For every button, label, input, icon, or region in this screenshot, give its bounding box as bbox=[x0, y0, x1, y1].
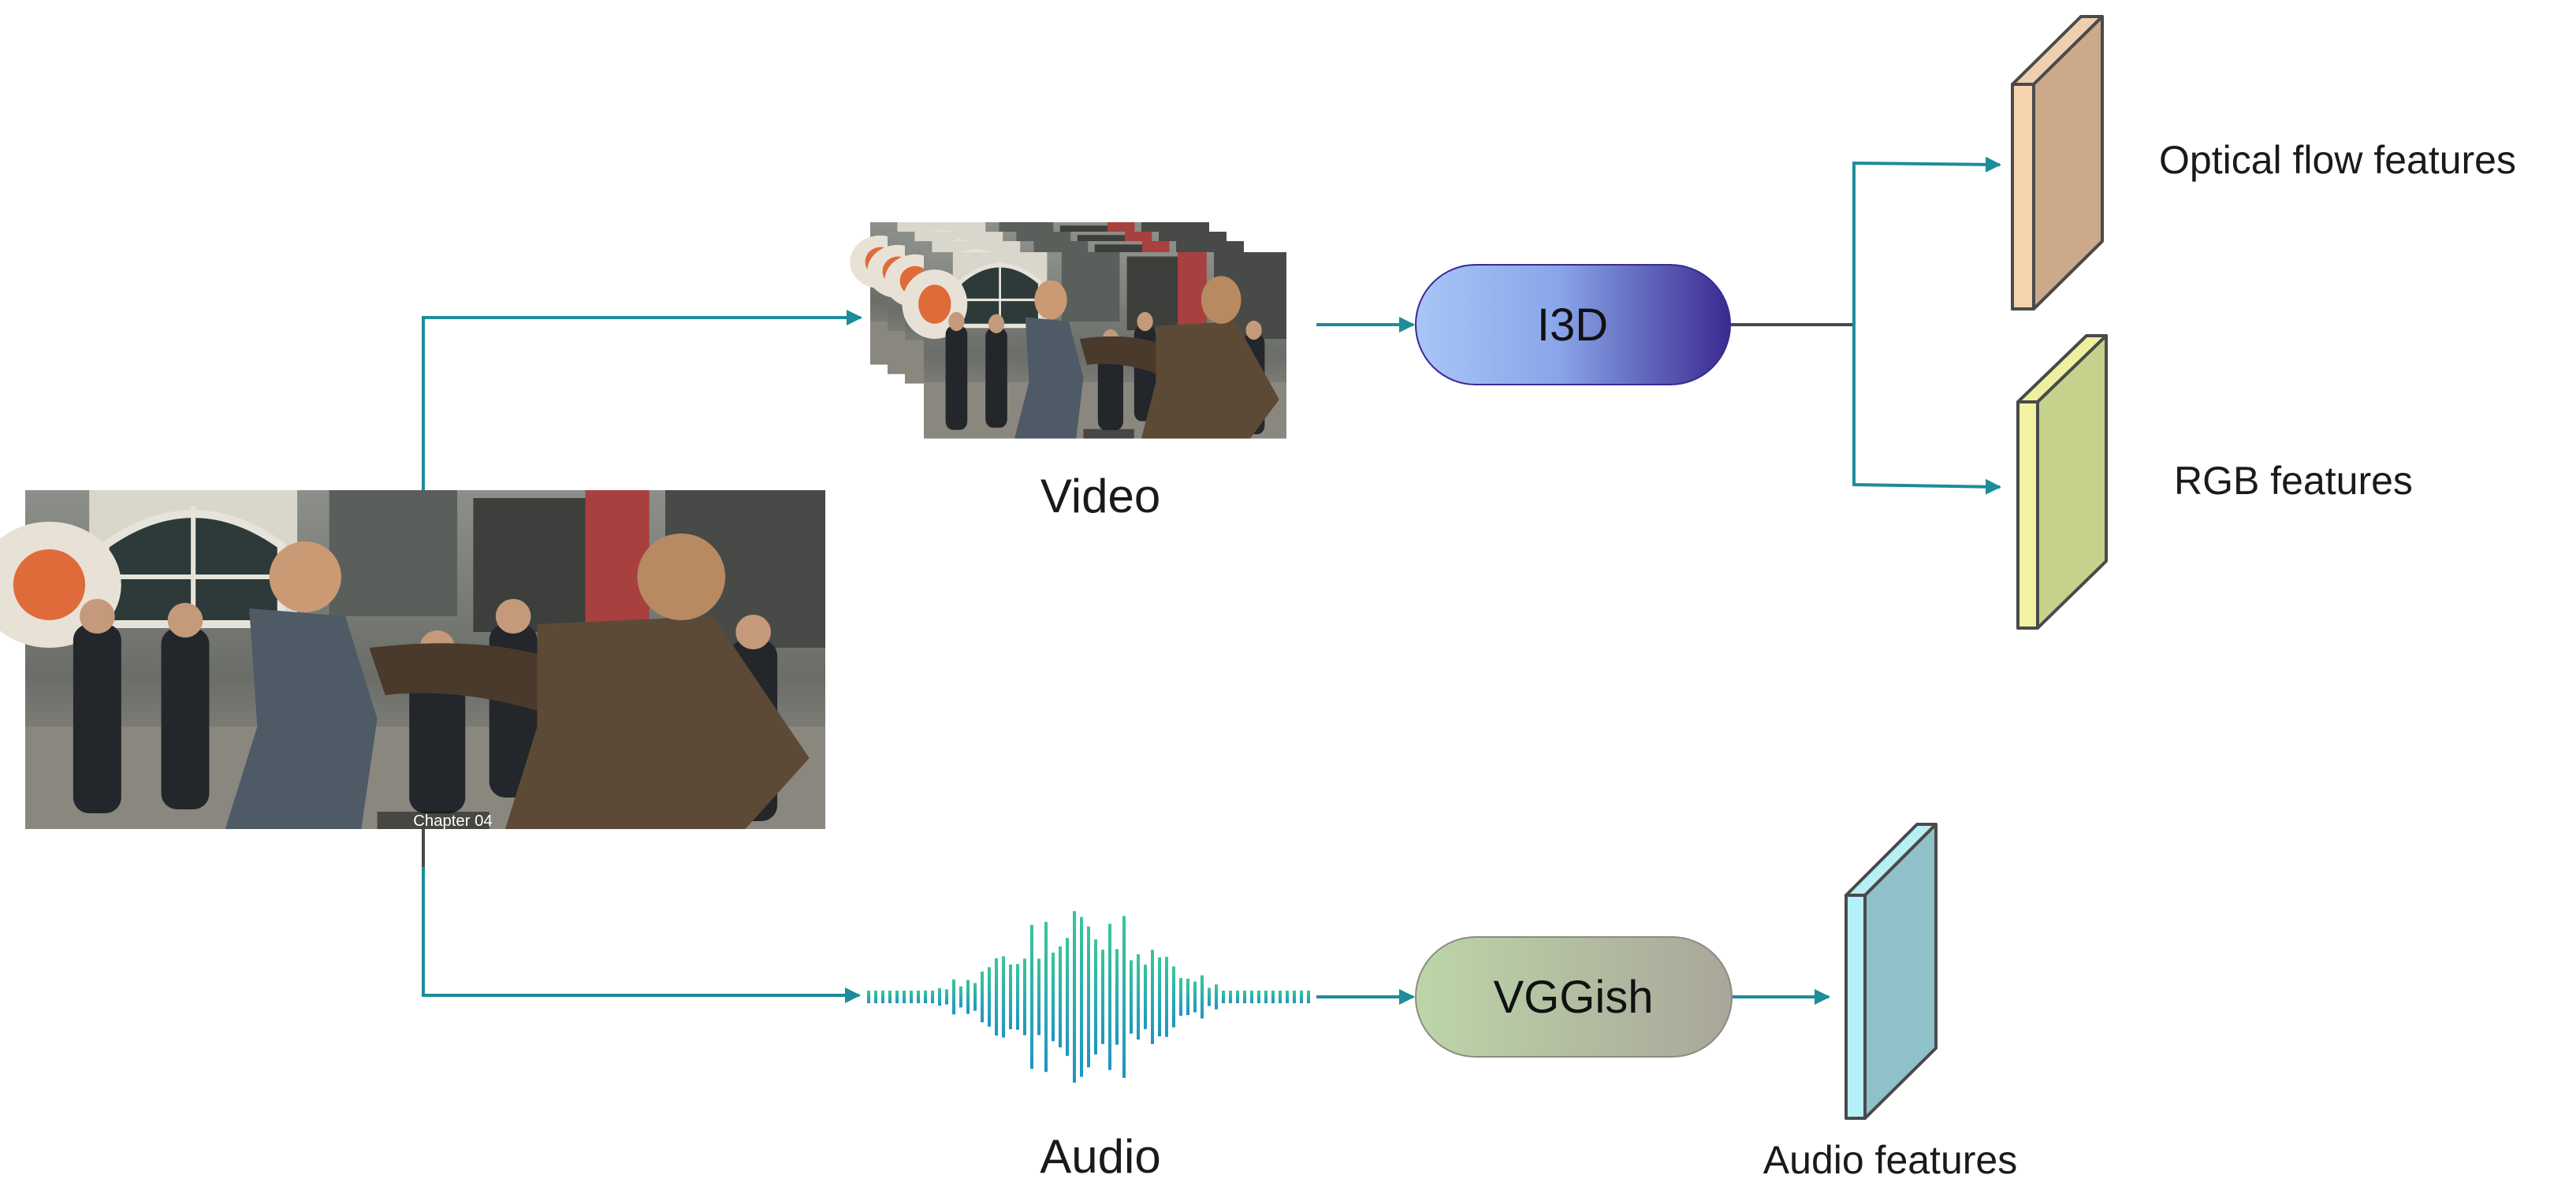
waveform-bar bbox=[1300, 991, 1303, 1003]
waveform-bar bbox=[1264, 991, 1268, 1003]
waveform-bar bbox=[910, 991, 913, 1003]
connector-frame-to-video bbox=[422, 310, 862, 490]
waveform-bar bbox=[1222, 991, 1225, 1003]
waveform-bar bbox=[1279, 991, 1282, 1003]
waveform-bar bbox=[1037, 958, 1040, 1036]
waveform-bar bbox=[924, 991, 927, 1003]
rgb-features-label: RGB features bbox=[2174, 459, 2413, 503]
waveform-bar bbox=[1023, 958, 1026, 1036]
waveform-bar bbox=[1250, 991, 1253, 1003]
waveform-bar bbox=[867, 991, 870, 1003]
waveform-bar bbox=[1066, 938, 1069, 1056]
waveform-bar bbox=[1137, 954, 1140, 1040]
waveform-bar bbox=[1108, 924, 1111, 1070]
optical-flow-feature-block bbox=[2011, 15, 2104, 310]
waveform-bar bbox=[1115, 949, 1119, 1045]
waveform-bar bbox=[1016, 964, 1019, 1030]
waveform-bar bbox=[888, 991, 892, 1003]
waveform-bar bbox=[995, 958, 998, 1036]
waveform-bar bbox=[895, 991, 899, 1003]
rgb-feature-block bbox=[2016, 334, 2108, 630]
waveform-bar bbox=[1229, 991, 1232, 1003]
waveform-bar bbox=[1044, 921, 1048, 1073]
waveform-bar bbox=[1257, 991, 1260, 1003]
waveform-bar bbox=[938, 987, 941, 1006]
waveform-bar bbox=[952, 979, 955, 1015]
optical-flow-features-label: Optical flow features bbox=[2159, 138, 2516, 182]
waveform-bar bbox=[1087, 926, 1090, 1068]
waveform-bar bbox=[1179, 978, 1182, 1016]
waveform-bar bbox=[1122, 916, 1126, 1078]
waveform-bar bbox=[1271, 991, 1275, 1003]
waveform-bar bbox=[931, 991, 934, 1003]
waveform-bar bbox=[1293, 991, 1296, 1003]
i3d-label: I3D bbox=[1537, 299, 1608, 351]
waveform-bar bbox=[1073, 911, 1076, 1083]
waveform-bar bbox=[1158, 957, 1161, 1037]
waveform-bar bbox=[1059, 946, 1062, 1047]
waveform-bar bbox=[903, 991, 906, 1003]
audio-features-label: Audio features bbox=[1763, 1138, 2018, 1182]
waveform-bar bbox=[973, 983, 977, 1011]
waveform-bar bbox=[1186, 978, 1189, 1016]
waveform-bar bbox=[1030, 924, 1033, 1069]
waveform-bar bbox=[945, 989, 948, 1005]
waveform-bar bbox=[1151, 950, 1154, 1044]
waveform-bar bbox=[1307, 991, 1310, 1003]
vggish-node: VGGish bbox=[1415, 936, 1733, 1058]
waveform-bar bbox=[966, 980, 970, 1014]
waveform-bar bbox=[1243, 991, 1246, 1003]
waveform-bar bbox=[1215, 984, 1218, 1010]
waveform-bar bbox=[881, 991, 884, 1003]
waveform-bar bbox=[1144, 965, 1147, 1029]
waveform-bar bbox=[1052, 952, 1055, 1042]
waveform-bar bbox=[1101, 950, 1104, 1044]
connector-to-rgb bbox=[1852, 325, 2001, 495]
source-video-frame: Chapter 04 bbox=[0, 490, 825, 830]
waveform-bar bbox=[1009, 964, 1012, 1030]
waveform-bar bbox=[981, 971, 984, 1023]
connector-frame-to-audio bbox=[422, 827, 861, 1003]
video-label: Video bbox=[1040, 470, 1161, 522]
waveform-bar bbox=[1193, 981, 1197, 1013]
waveform-bar bbox=[874, 991, 877, 1003]
video-frame-stack bbox=[850, 222, 1286, 439]
audio-waveform bbox=[867, 911, 1310, 1083]
waveform-bar bbox=[1286, 991, 1289, 1003]
waveform-bar bbox=[1165, 957, 1168, 1037]
audio-label: Audio bbox=[1040, 1130, 1161, 1183]
i3d-node: I3D bbox=[1415, 264, 1731, 385]
waveform-bar bbox=[1002, 956, 1005, 1038]
waveform-bar bbox=[1236, 991, 1239, 1003]
waveform-bar bbox=[1080, 917, 1083, 1077]
waveform-bar bbox=[988, 967, 991, 1027]
waveform-bar bbox=[1130, 960, 1133, 1034]
vggish-label: VGGish bbox=[1493, 972, 1653, 1023]
waveform-bar bbox=[1094, 939, 1097, 1054]
waveform-bar bbox=[1201, 975, 1204, 1019]
waveform-bar bbox=[1172, 966, 1175, 1028]
waveform-bar bbox=[1208, 987, 1211, 1006]
waveform-bar bbox=[917, 991, 920, 1003]
waveform-bar bbox=[959, 986, 962, 1008]
audio-feature-block bbox=[1845, 823, 1938, 1120]
connector-to-optical-flow bbox=[1852, 156, 2001, 325]
frame-caption: Chapter 04 bbox=[413, 812, 492, 830]
